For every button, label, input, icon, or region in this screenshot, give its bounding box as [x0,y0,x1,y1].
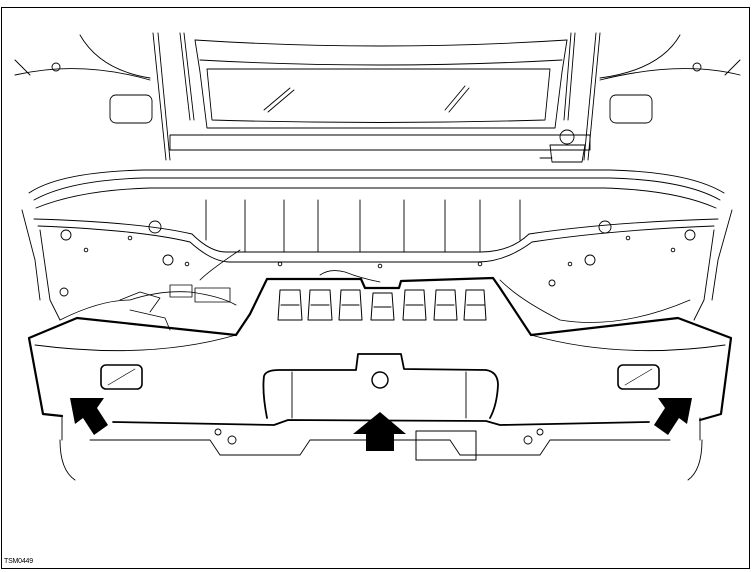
figure-border [1,7,750,569]
figure-code: TSM0449 [4,558,33,565]
tow-hitch [415,430,477,461]
arrow-right-icon [654,398,692,435]
arrows [70,398,692,451]
lower-valance [59,415,703,481]
arrow-left-icon [70,398,108,435]
rear-panel [21,169,733,321]
bumper-cover [27,276,733,426]
reservoir-cap [539,129,586,163]
gas-struts [152,32,601,161]
bumper-top-ribs [277,289,487,321]
arrow-center-icon [353,412,406,451]
wiring-harness [59,249,691,331]
reflector-left [100,364,143,390]
reflector-right [617,364,660,390]
trunk-lid [14,34,741,151]
